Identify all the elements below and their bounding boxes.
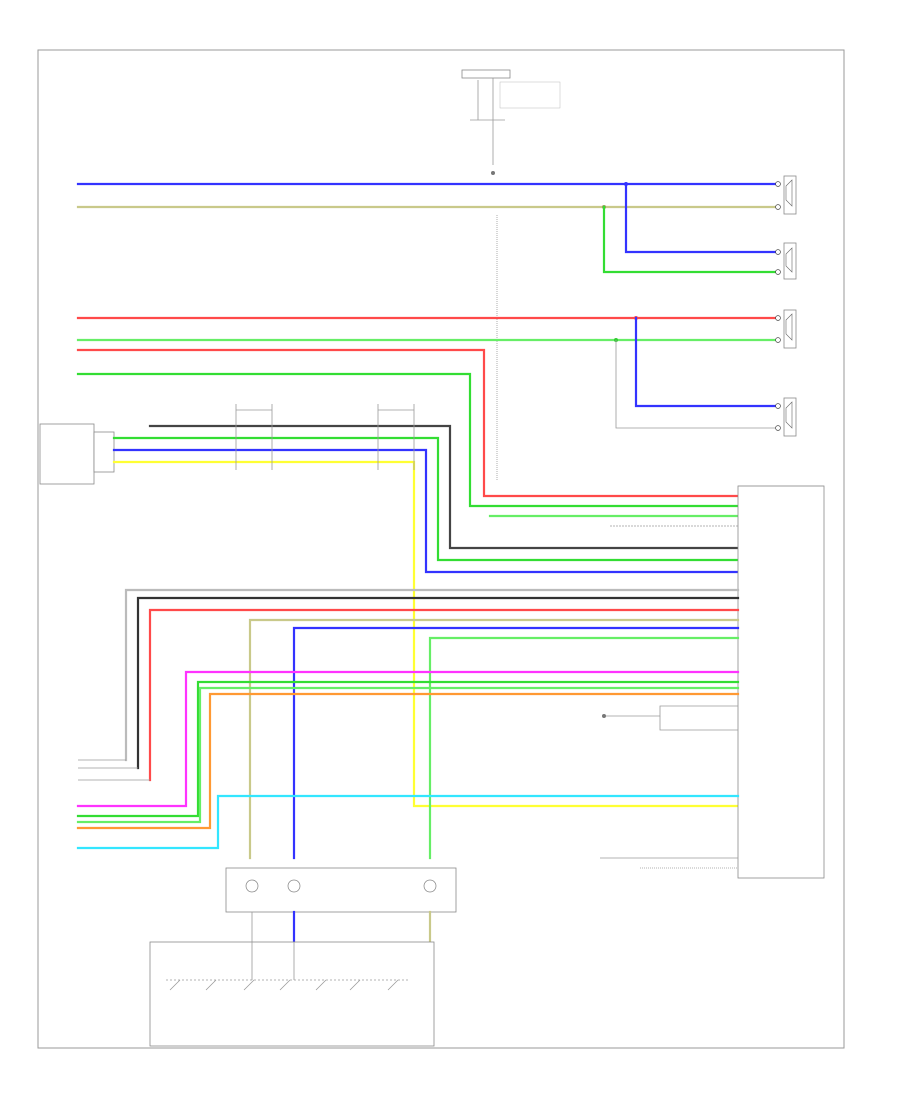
ground-icon	[602, 714, 606, 718]
speaker-front-left-tweeter	[775, 242, 797, 280]
junction-connector-right	[377, 404, 415, 470]
rear-speaker-lower-bus	[76, 670, 740, 850]
steering-switch-connector	[225, 867, 457, 944]
front-left-tweeter-circuit	[76, 182, 780, 274]
steering-audio-switch	[149, 941, 435, 1047]
antenna-lines	[600, 857, 738, 869]
audio-unit-connector	[737, 485, 825, 879]
speaker-icon	[785, 401, 793, 429]
steering-audio-bus	[124, 588, 740, 860]
rear-speaker-bus	[76, 348, 740, 527]
speaker-front-right-tweeter	[775, 397, 797, 437]
speaker-icon	[785, 179, 793, 207]
junction-connector-left	[235, 404, 273, 470]
speaker-front-right	[775, 309, 797, 349]
top-ground-connector	[461, 69, 561, 480]
diagram-frame	[37, 49, 845, 1049]
auxiliary-jack	[39, 423, 740, 808]
speaker-icon	[785, 247, 793, 273]
switch-icon	[169, 979, 399, 991]
ground-icon	[491, 171, 495, 175]
left-terminal-marks	[78, 759, 150, 781]
speaker-icon	[785, 313, 793, 341]
front-right-speaker-circuit	[76, 316, 780, 429]
speaker-front-left	[775, 175, 797, 215]
ground-mid	[602, 705, 738, 731]
